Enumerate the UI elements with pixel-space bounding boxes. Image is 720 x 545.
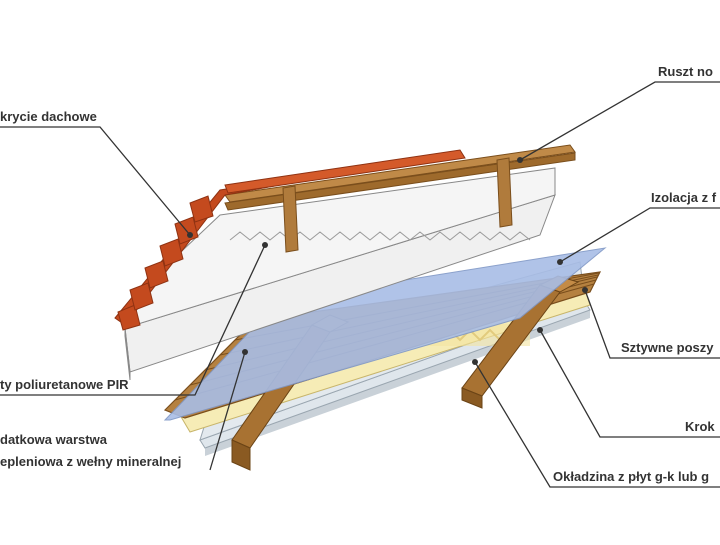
leader-mineral-wool <box>209 351 246 471</box>
leader-pir <box>0 244 266 396</box>
leader-membrane <box>559 207 720 263</box>
label-pir-panels: ty poliuretanowe PIR <box>0 377 129 392</box>
leader-rafters <box>539 329 720 438</box>
label-batten-frame: Ruszt no <box>658 64 713 79</box>
label-membrane: Izolacja z f <box>651 190 717 205</box>
pir-panel-side <box>124 327 131 381</box>
leader-drywall <box>474 361 720 488</box>
label-drywall: Okładzina z płyt g-k lub g <box>553 469 709 484</box>
batten-frame <box>224 144 576 253</box>
label-rafters: Krok <box>685 419 715 434</box>
leader-batten <box>519 81 720 161</box>
leader-lines <box>0 81 720 488</box>
leader-sheathing <box>584 289 720 359</box>
roof-tiles <box>114 149 466 331</box>
label-mineral-wool-line2: epleniowa z wełny mineralnej <box>0 454 181 469</box>
leader-dots <box>187 157 588 365</box>
leader-roof-covering <box>0 126 191 236</box>
label-sheathing: Sztywne poszy <box>621 340 714 355</box>
label-roof-covering: krycie dachowe <box>0 109 97 124</box>
pir-panel-tongue-groove <box>229 231 531 241</box>
label-mineral-wool-line1: datkowa warstwa <box>0 432 108 447</box>
